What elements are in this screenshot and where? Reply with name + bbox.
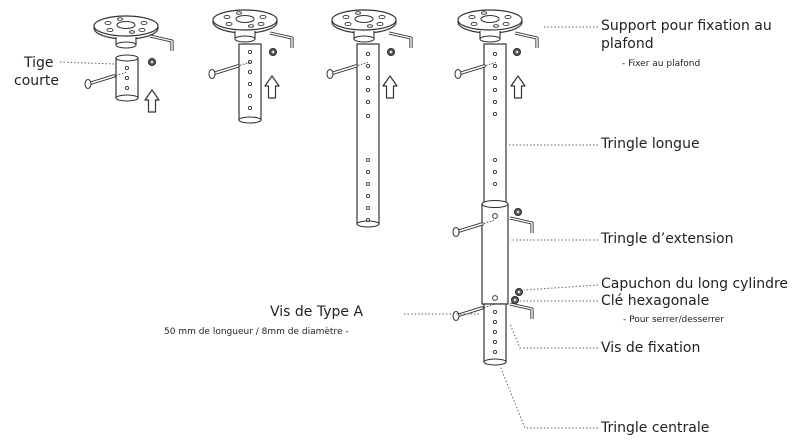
label-cle-hexagonale: Clé hexagonale: [601, 293, 710, 309]
label-vis-fixation: Vis de fixation: [601, 340, 701, 356]
leader-lines: [59, 26, 599, 429]
label-cle-note: - Pour serrer/desserrer: [623, 315, 724, 325]
label-tringle-longue: Tringle longue: [601, 136, 700, 152]
label-tige-courte-2: courte: [14, 73, 59, 89]
label-capuchon: Capuchon du long cylindre: [601, 276, 789, 292]
label-tringle-extension: Tringle d’extension: [601, 231, 734, 247]
label-support-note: - Fixer au plafond: [622, 59, 701, 69]
assembly-long-rod: [325, 9, 413, 228]
label-tringle-centrale: Tringle centrale: [601, 420, 710, 436]
label-vis-type-a-note: 50 mm de longueur / 8mm de diamètre -: [164, 327, 349, 337]
label-vis-type-a: Vis de Type A: [270, 304, 364, 320]
label-support-line1: Support pour fixation au: [601, 18, 772, 34]
label-support-line2: plafond: [601, 36, 654, 52]
assembly-short-rod: [83, 15, 174, 113]
assembly-full: [451, 9, 539, 366]
assembly-medium-rod: [207, 9, 294, 124]
label-tige-courte-1: Tige: [24, 55, 54, 71]
